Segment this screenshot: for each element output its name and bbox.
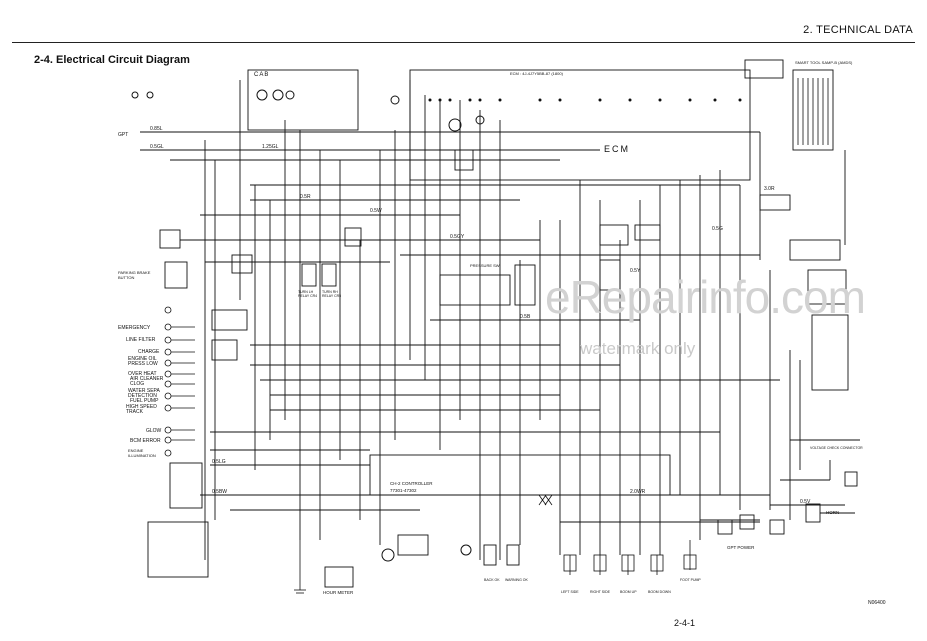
wire-code: 0.85L — [150, 126, 163, 132]
ecm-label: ECM — [604, 144, 630, 154]
page-title: 2-4. Electrical Circuit Diagram — [34, 54, 190, 66]
wire-code: 0.5GL — [150, 144, 164, 150]
indicator-label: BCM ERROR — [130, 438, 161, 444]
voltage-check-label: VOLTAGE CHECK CONNECTOR — [810, 446, 863, 450]
parking-brake-label: PARKING BRAKE BUTTON — [118, 270, 151, 280]
horn-label: HORN — [826, 510, 840, 515]
wire-code: 0.5BW — [212, 489, 228, 495]
indicator-label: OVER HEAT — [128, 371, 157, 377]
relay-lh-label: TURN LH RELAY CR4 — [298, 290, 318, 298]
indicator-label: LINE FILTER — [126, 337, 156, 343]
gpt-power-label: GPT POWER — [727, 545, 755, 550]
wire-code: 0.5W — [370, 208, 382, 214]
header-rule — [12, 42, 915, 43]
section-title: 2. TECHNICAL DATA — [803, 24, 913, 36]
indicator-label: EMERGENCY — [118, 325, 151, 331]
bottom-label: WARNING OK — [505, 578, 528, 582]
wire-code: 0.5Y — [630, 268, 641, 274]
figure-code: N06400 — [868, 600, 886, 606]
bottom-label: BOOM UP — [620, 590, 637, 594]
bottom-label: LEFT SIDE — [561, 590, 579, 594]
page-number: 2-4-1 — [674, 618, 696, 628]
wire-code: 0.5LG — [212, 459, 226, 465]
controller-part-label: 77301-47302 — [390, 488, 417, 493]
wire-code: 1.25GL — [262, 144, 279, 150]
wire-code: 0.5B — [520, 314, 531, 320]
cab-label: CAB — [254, 72, 270, 78]
wire-code: 0.5GY — [450, 234, 465, 240]
wire-code: 0.5V — [800, 499, 811, 505]
indicator-label: CHARGE — [138, 349, 160, 355]
hour-meter-label: HOUR METER — [323, 590, 354, 595]
relay-rh-label: TURN RH RELAY CR5 — [322, 290, 342, 298]
wire-code: 3.0R — [764, 186, 775, 192]
bottom-label: FOOT PUMP — [680, 578, 701, 582]
controller-label: CH-2 CONTROLLER — [390, 481, 433, 486]
indicator-label: HIGH SPEED TRACK — [126, 404, 157, 415]
indicator-label: WATER SEPA DETECTION — [128, 388, 160, 399]
watermark-note: watermark only — [580, 339, 696, 358]
wire-code: 0.5G — [712, 226, 723, 232]
indicator-label: ENGINE ILLUMINATION — [128, 448, 156, 458]
wire-code: 2.0WR — [630, 489, 646, 495]
pressure-sw-label: PRESSURE SW — [470, 263, 500, 268]
indicator-label: GLOW — [146, 428, 162, 434]
indicator-label: AIR CLEANER CLOG — [130, 376, 164, 387]
watermark-brand: eRepairinfo.com — [545, 271, 866, 323]
gpt-label: GPT — [118, 132, 129, 138]
indicator-label: FUEL PUMP — [130, 398, 159, 404]
wire-code: 0.5R — [300, 194, 311, 200]
ecm-part-label: ECM : 4J-4J7Y5BB-87 (1800) — [510, 71, 563, 76]
bottom-label: RIGHT SIDE — [590, 590, 610, 594]
indicator-label: ENGINE OIL PRESS LOW — [128, 356, 158, 367]
smart-tool-label: SMART TOOL SAMP-B (AMDS) — [795, 60, 853, 65]
bottom-label: BOOM DOWN — [648, 590, 671, 594]
bottom-label: BACK OK — [484, 578, 500, 582]
